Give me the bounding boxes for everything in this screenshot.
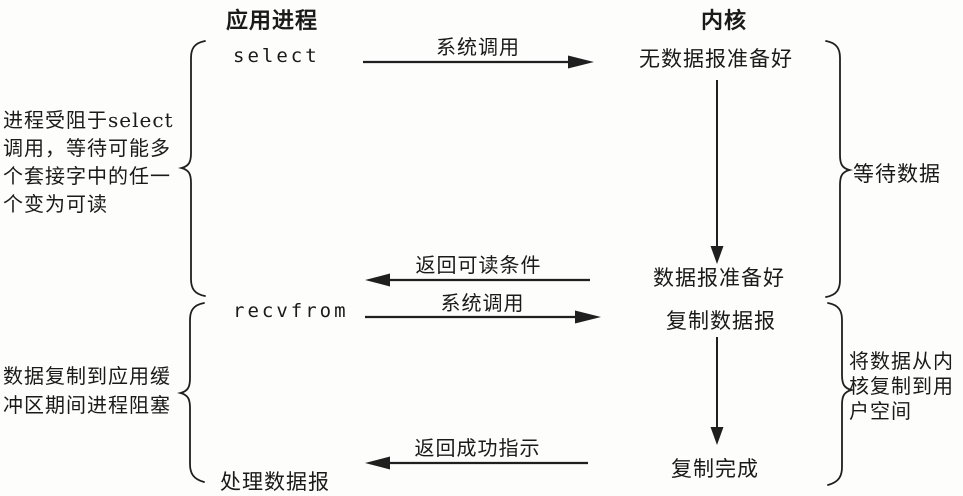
datagram-ready-label: 数据报准备好 xyxy=(653,266,785,290)
kernel-header: 内核 xyxy=(701,9,748,34)
syscall-1-arrow xyxy=(363,55,594,69)
syscall-2-label: 系统调用 xyxy=(440,291,525,315)
left-brace-select-block xyxy=(178,40,206,297)
copy-note-line-3: 户空间 xyxy=(849,399,912,423)
syscall-2-arrow xyxy=(365,310,601,324)
syscall-1-label: 系统调用 xyxy=(436,35,520,59)
no-datagram-ready-label: 无数据报准备好 xyxy=(639,47,793,71)
process-datagram-label: 处理数据报 xyxy=(220,470,330,494)
recvfrom-call-label: recvfrom xyxy=(233,300,349,322)
select-note-line-1: 进程受阻于select xyxy=(3,108,174,132)
select-blocking-note: 进程受阻于select 调用，等待可能多 个套接字中的任一 个变为可读 xyxy=(3,106,174,218)
copy-blocking-note: 数据复制到应用缓 冲区期间进程阻塞 xyxy=(3,362,171,420)
return-readable-arrow xyxy=(365,273,590,287)
select-note-line-3: 个套接字中的任一 xyxy=(3,164,171,188)
select-note-line-2: 调用，等待可能多 xyxy=(3,136,171,160)
left-brace-copy-block xyxy=(177,302,205,483)
copy-kernel-to-user-note: 将数据从内 核复制到用 户空间 xyxy=(849,349,954,424)
copy-note-line-2: 核复制到用 xyxy=(849,374,954,398)
right-brace-wait-data xyxy=(825,40,853,298)
app-process-header: 应用进程 xyxy=(226,9,319,34)
return-readable-label: 返回可读条件 xyxy=(415,253,542,277)
right-brace-copy-data xyxy=(827,302,855,486)
copy-complete-label: 复制完成 xyxy=(671,457,759,481)
return-success-arrow xyxy=(365,456,588,470)
wait-data-down-arrow xyxy=(710,80,724,264)
copy-note-line-1: 将数据从内 xyxy=(849,349,954,373)
copy-block-note-line-1: 数据复制到应用缓 xyxy=(3,364,171,388)
select-note-line-4: 个变为可读 xyxy=(3,192,108,216)
copy-block-note-line-2: 冲区期间进程阻塞 xyxy=(3,393,171,417)
copy-datagram-label: 复制数据报 xyxy=(666,309,776,333)
select-call-label: select xyxy=(233,45,320,67)
copy-data-down-arrow xyxy=(710,337,724,445)
wait-for-data-label: 等待数据 xyxy=(853,162,941,186)
return-success-label: 返回成功指示 xyxy=(414,436,541,460)
